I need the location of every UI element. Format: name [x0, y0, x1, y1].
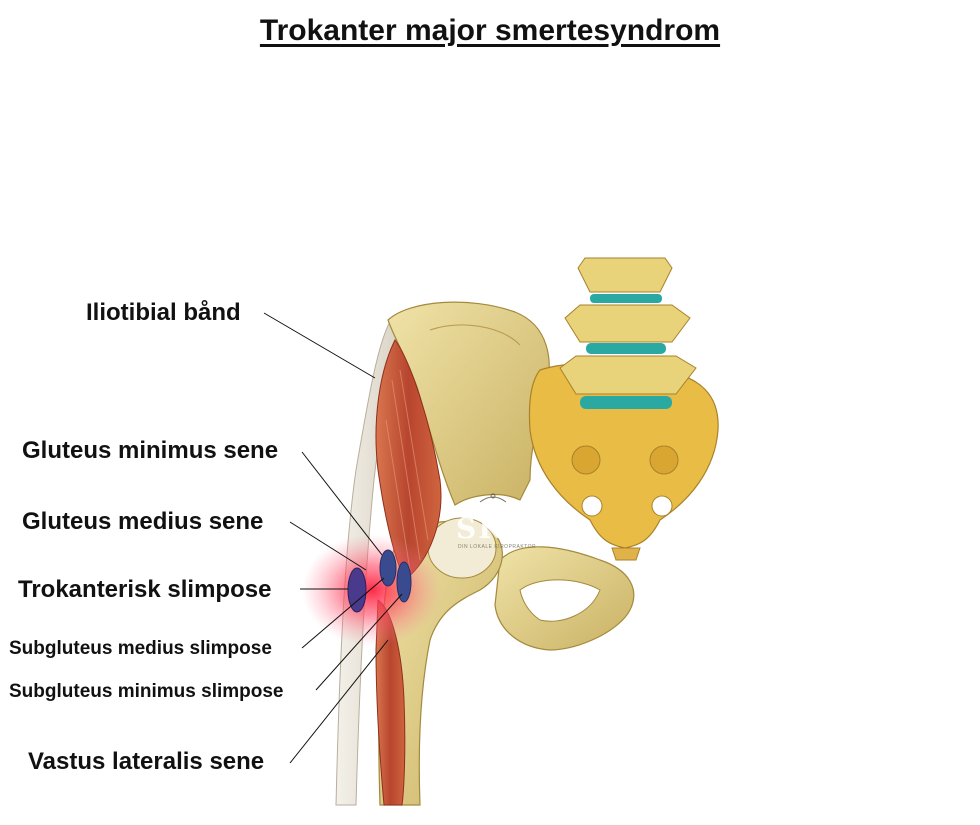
trochanteric-bursa: [347, 567, 367, 613]
inflammation-glow: [302, 534, 442, 646]
logo-text: SKK: [456, 512, 531, 545]
label-vastus-lateralis-sene: Vastus lateralis sene: [28, 748, 265, 775]
leader-gmed-sene: [289, 521, 367, 571]
lumbar-spine: [559, 257, 697, 409]
diagram-title: Trokanter major smertesyndrom: [259, 14, 721, 47]
label-subgluteus-minimus-slimpose: Subgluteus minimus slimpose: [9, 681, 284, 702]
subgluteus-medius-bursa: [379, 549, 397, 587]
leader-gmin-sene: [301, 451, 383, 556]
label-gluteus-medius-sene: Gluteus medius sene: [22, 508, 264, 535]
leader-iliotibial: [263, 312, 376, 379]
label-subgluteus-medius-slimpose: Subgluteus medius slimpose: [9, 638, 272, 659]
leader-subgmed: [301, 577, 385, 649]
logo-subtext: DIN LOKALE KIROPRAKTOR: [458, 544, 537, 550]
label-gluteus-minimus-sene: Gluteus minimus sene: [22, 437, 279, 464]
label-iliotibial: Iliotibial bånd: [86, 299, 241, 326]
logo-mark: [479, 493, 507, 503]
leader-subgmin: [315, 593, 403, 691]
label-trokanterisk-slimpose: Trokanterisk slimpose: [18, 576, 272, 603]
subgluteus-minimus-bursa: [396, 561, 412, 603]
leader-vastus: [289, 639, 389, 764]
